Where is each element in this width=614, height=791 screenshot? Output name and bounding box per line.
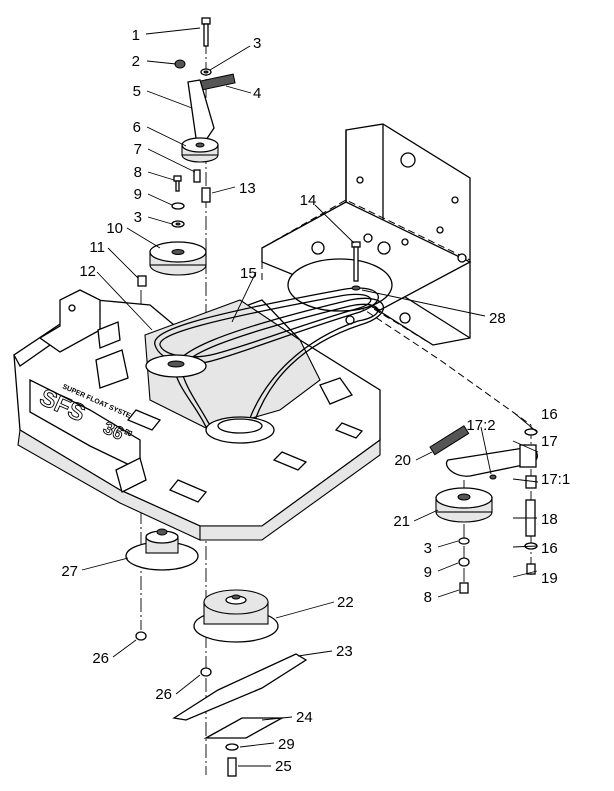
callout-1: 1 — [132, 27, 140, 44]
part-13-spacer — [201, 187, 211, 203]
center-deck-pulley — [205, 416, 275, 444]
idler-mount-line — [356, 262, 532, 426]
part-8-bolt-top — [173, 175, 182, 192]
callout-7: 7 — [134, 141, 142, 158]
callout-15: 15 — [240, 265, 257, 282]
part-5-idler-arm — [187, 79, 215, 141]
callout-21: 21 — [393, 513, 410, 530]
callout-17-2: 17:2 — [466, 417, 495, 434]
callout-8-a: 8 — [134, 164, 142, 181]
part-6-idler-pulley — [181, 137, 219, 163]
part-3-washer-top — [200, 68, 212, 76]
part-3-washer-mid — [171, 220, 185, 228]
callout-5: 5 — [133, 83, 141, 100]
callout-18: 18 — [541, 511, 558, 528]
part-11-bolt — [137, 275, 147, 287]
deck-decal-small-2 — [168, 479, 208, 503]
engine-mount-frame — [261, 123, 472, 346]
part-1-bolt — [201, 17, 211, 47]
callout-24: 24 — [296, 709, 313, 726]
callout-10: 10 — [106, 220, 123, 237]
part-21-idler-pulley — [435, 487, 493, 523]
callout-labels: 1 2 3 4 5 6 7 8 9 13 3 10 14 11 12 15 28… — [61, 27, 570, 775]
callout-25: 25 — [275, 758, 292, 775]
callout-23: 23 — [336, 643, 353, 660]
part-17-2-stud — [489, 474, 497, 480]
part-7-bolt — [193, 169, 201, 183]
part-14-bolt — [351, 241, 361, 282]
part-27-spindle-housing — [125, 528, 199, 571]
part-22-spindle-pulley — [193, 589, 279, 643]
part-24-anti-scalp-plate — [203, 717, 285, 739]
part-9-lockwasher-right — [458, 557, 470, 567]
part-19-bolt — [526, 563, 536, 575]
part-3-washer-right — [458, 537, 470, 545]
part-2-nut — [174, 59, 186, 69]
mower-deck: SFS SUPER FLOAT SYSTEM 36" — [13, 289, 381, 541]
deck-pad — [95, 349, 129, 389]
part-26-nut-center — [200, 667, 212, 677]
deck-decal-small-4 — [272, 451, 308, 471]
part-26-nut-left — [135, 631, 147, 641]
part-10-pulley — [149, 241, 207, 276]
part-23-blade — [172, 653, 308, 721]
callout-3-a: 3 — [253, 35, 261, 52]
callout-19: 19 — [541, 570, 558, 587]
callout-27: 27 — [61, 563, 78, 580]
callout-12: 12 — [79, 263, 96, 280]
deck-side-bracket — [115, 457, 147, 493]
callout-14: 14 — [300, 192, 317, 209]
callout-9-b: 9 — [424, 564, 432, 581]
part-8-bolt-right — [459, 582, 469, 594]
callout-13: 13 — [239, 180, 256, 197]
deck-decal-small-1 — [126, 409, 162, 431]
callout-6: 6 — [133, 119, 141, 136]
callout-17-1: 17:1 — [541, 471, 570, 488]
callout-29: 29 — [278, 736, 295, 753]
part-28-washer — [351, 285, 361, 291]
callout-3-b: 3 — [134, 209, 142, 226]
callout-16-a: 16 — [541, 406, 558, 423]
part-16-washer-top — [524, 428, 538, 436]
callout-4: 4 — [253, 85, 261, 102]
part-17-idler-arm — [445, 444, 538, 477]
callout-26-a: 26 — [92, 650, 109, 667]
part-20-spring — [429, 425, 470, 456]
callout-20: 20 — [394, 452, 411, 469]
deck-left-bracket — [38, 289, 101, 353]
callout-17: 17 — [541, 433, 558, 450]
deck-right-skirt — [199, 438, 381, 541]
callout-9-a: 9 — [134, 186, 142, 203]
callout-8-b: 8 — [424, 589, 432, 606]
part-9-lockwasher-top — [171, 202, 185, 210]
callout-3-c: 3 — [424, 540, 432, 557]
left-deck-pulley — [145, 354, 207, 378]
deck-decal-small-3 — [334, 422, 364, 439]
callout-11: 11 — [89, 239, 105, 256]
callout-22: 22 — [337, 594, 354, 611]
part-29-washer — [225, 743, 239, 751]
callout-26-b: 26 — [155, 686, 172, 703]
callout-2: 2 — [132, 53, 140, 70]
part-25-bolt — [227, 757, 237, 777]
callout-16-b: 16 — [541, 540, 558, 557]
leader-lines — [81, 27, 539, 767]
drive-belt-15 — [154, 287, 385, 438]
callout-28: 28 — [489, 310, 506, 327]
deck-rear-bracket — [319, 377, 354, 405]
